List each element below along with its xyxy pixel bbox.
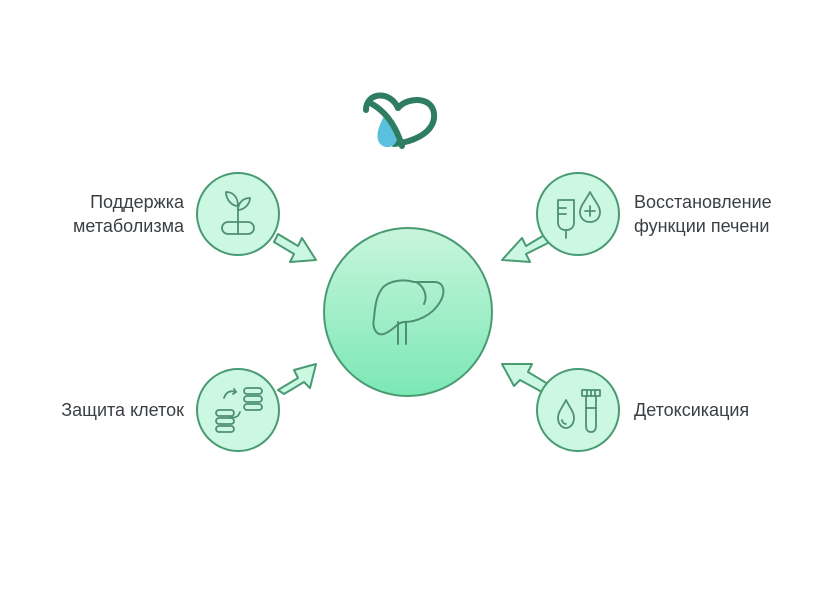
label-detox: Детоксикация	[634, 398, 749, 422]
label-liver-recovery-line-1: Восстановление	[634, 192, 772, 212]
arrow-detox	[501, 363, 549, 393]
node-metabolism	[196, 172, 280, 256]
label-liver-recovery: Восстановление функции печени	[634, 190, 772, 238]
label-liver-recovery-line-2: функции печени	[634, 216, 770, 236]
arrow-metabolism	[273, 233, 317, 263]
liver-icon	[372, 279, 445, 345]
iv-bag-medical-drop-icon	[557, 191, 601, 239]
label-cell-protection-line-1: Защита клеток	[61, 400, 184, 420]
sprout-capsule-icon	[221, 191, 255, 235]
label-metabolism-line-1: Поддержка	[90, 192, 184, 212]
cell-stacks-refresh-icon	[215, 387, 263, 433]
node-liver-recovery	[536, 172, 620, 256]
arrow-cell-protection	[277, 363, 317, 395]
label-metabolism-line-2: метаболизма	[73, 216, 184, 236]
label-detox-line-1: Детоксикация	[634, 400, 750, 420]
heart-drop-logo	[363, 92, 438, 149]
label-cell-protection: Защита клеток	[61, 398, 184, 422]
node-detox	[536, 368, 620, 452]
node-cell-protection	[196, 368, 280, 452]
label-metabolism: Поддержка метаболизма	[73, 190, 184, 238]
center-node	[323, 227, 493, 397]
arrow-liver-recovery	[501, 233, 551, 263]
drop-test-tube-icon	[557, 389, 601, 433]
